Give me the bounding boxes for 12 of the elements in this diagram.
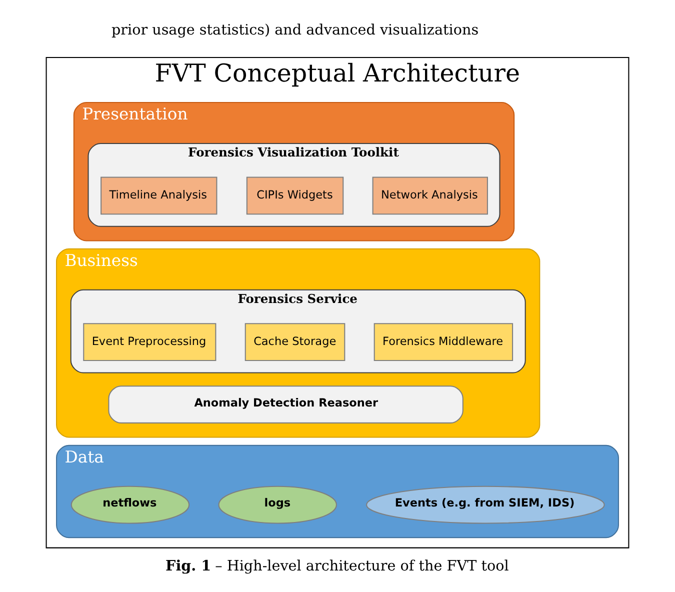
- node-box: Anomaly Detection Reasoner: [108, 386, 464, 424]
- node-ellipse: netflows: [70, 486, 190, 524]
- caption: Fig. 1 – High-level architecture of the FVT tool: [166, 558, 509, 575]
- label: prior usage statistics) and advanced visualizations: [111, 22, 479, 39]
- node-box: Forensics Middleware: [374, 323, 514, 361]
- node-box: Timeline Analysis: [100, 176, 218, 215]
- node-box: CIPIs Widgets: [246, 176, 344, 215]
- node-box: Network Analysis: [372, 176, 488, 215]
- node-box: Cache Storage: [244, 323, 346, 361]
- node-box: Event Preprocessing: [83, 323, 216, 361]
- node-ellipse: logs: [218, 486, 337, 524]
- node-ellipse: Events (e.g. from SIEM, IDS): [366, 486, 605, 524]
